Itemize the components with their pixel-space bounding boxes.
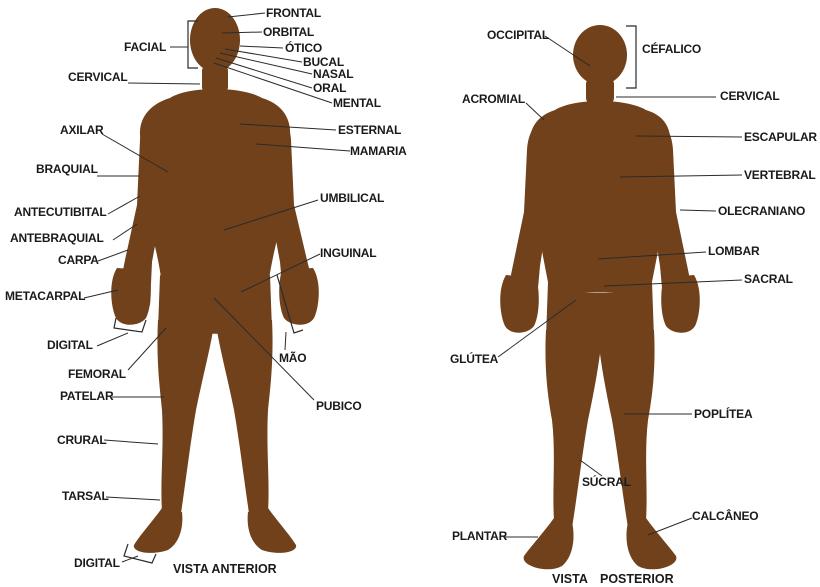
label-cervical-posterior: CERVICAL [720,89,780,103]
label-crural: CRURAL [57,433,106,447]
label-poplitea: POPLÍTEA [694,406,753,421]
label-facial: FACIAL [124,40,166,54]
label-mental: MENTAL [333,96,381,110]
label-patelar: PATELAR [60,389,114,403]
label-femoral: FEMORAL [68,367,126,381]
label-antebraquial: ANTEBRAQUIAL [10,231,104,245]
caption-posterior: POSTERIOR [600,572,674,586]
label-digital-foot: DIGITAL [74,556,120,570]
label-esternal: ESTERNAL [338,123,401,137]
label-tarsal: TARSAL [62,489,109,503]
label-inguinal: INGUINAL [320,246,376,260]
label-calcaneo: CALCÂNEO [692,508,758,523]
label-vertebral: VERTEBRAL [744,168,816,182]
label-cervical-anterior: CERVICAL [68,70,128,84]
label-escapular: ESCAPULAR [744,130,817,144]
label-plantar: PLANTAR [452,529,508,543]
label-pubico: PUBICO [316,399,361,413]
label-sacral: SACRAL [744,272,793,286]
label-digital-hand: DIGITAL [47,338,93,352]
label-carpa: CARPA [58,253,99,267]
label-olecraniano: OLECRANIANO [718,204,805,218]
label-braquial: BRAQUIAL [36,162,98,176]
label-occipital: OCCIPITAL [487,28,549,42]
label-antecubital: ANTECUTIBITAL [14,205,107,219]
label-nasal: NASAL [313,67,353,81]
label-cefalico: CÉFALICO [642,41,701,56]
label-orbital: ORBITAL [263,25,314,39]
label-mamaria: MAMARIA [350,144,407,158]
label-acromial: ACROMIAL [462,92,525,106]
label-oral: ORAL [313,81,346,95]
label-frontal: FRONTAL [266,6,321,20]
label-sucral: SÚCRAL [582,474,631,489]
caption-vista: VISTA [552,572,588,586]
label-glutea: GLÚTEA [450,351,499,366]
label-metacarpal: METACARPAL [5,289,85,303]
label-lombar: LOMBAR [708,244,760,258]
label-otico: ÓTICO [285,40,322,55]
caption-vista-anterior: VISTA ANTERIOR [173,562,277,576]
label-umbilical: UMBILICAL [320,191,384,205]
label-axilar: AXILAR [60,123,104,137]
anterior-figure [111,8,319,553]
label-mao: MÃO [279,350,306,365]
